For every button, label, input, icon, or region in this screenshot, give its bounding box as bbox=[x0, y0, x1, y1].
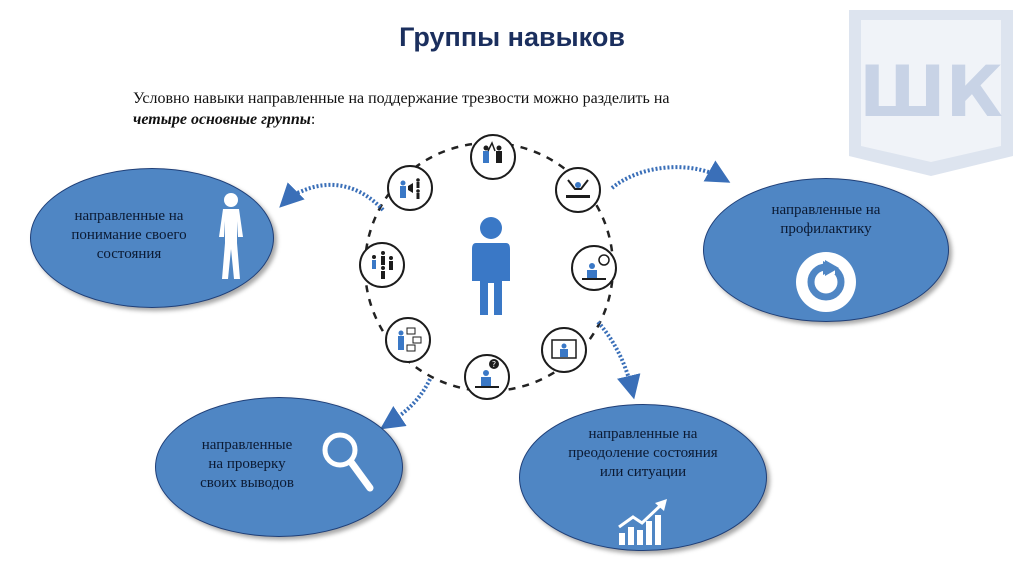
svg-text:?: ? bbox=[492, 360, 496, 369]
arrow-right-down bbox=[596, 320, 641, 400]
satellite-person-at-clock bbox=[571, 245, 617, 291]
logo-letters: ШК bbox=[859, 51, 1003, 133]
satellite-crowd bbox=[359, 242, 405, 288]
group-oval-understanding: направленные на понимание своего состоян… bbox=[30, 168, 274, 308]
thinking-person-icon: ? bbox=[475, 359, 499, 388]
group-label-understanding: направленные на понимание своего состоян… bbox=[71, 208, 187, 262]
group-label-prevention: направленные на профилактику bbox=[771, 202, 881, 237]
presenter-chart-icon bbox=[398, 327, 422, 352]
intro-text: Условно навыки направленные на поддержан… bbox=[133, 88, 833, 130]
person-icon bbox=[472, 217, 510, 315]
speaker-audience-icon bbox=[400, 178, 420, 199]
intro-emphasis: четыре основные группы bbox=[133, 111, 311, 128]
group-oval-checking: направленные на проверку своих выводов bbox=[155, 397, 403, 537]
satellite-thinking-person: ? bbox=[464, 354, 510, 400]
satellite-speaker-audience bbox=[387, 165, 433, 211]
team-high-five-icon bbox=[483, 141, 502, 163]
celebrating-person-icon bbox=[566, 179, 590, 198]
arrow-left-up bbox=[279, 182, 385, 212]
arrow-right-up bbox=[610, 160, 731, 190]
shk-logo-icon: ШК bbox=[849, 10, 1013, 176]
growth-chart-icon bbox=[618, 499, 667, 545]
arrow-left-down bbox=[380, 378, 432, 430]
intro-tail: : bbox=[310, 111, 316, 128]
satellite-presenter-chart bbox=[385, 317, 431, 363]
woman-figure-icon bbox=[219, 193, 243, 279]
magnifier-icon bbox=[322, 432, 374, 492]
group-oval-overcoming: направленные на преодоление состояния ил… bbox=[519, 404, 767, 551]
crowd-icon bbox=[372, 251, 393, 279]
group-oval-prevention: направленные на профилактику bbox=[703, 178, 949, 322]
satellite-teacher-at-board bbox=[541, 327, 587, 373]
page-title: Группы навыков bbox=[399, 22, 625, 52]
person-at-clock-icon bbox=[582, 254, 610, 280]
group-label-overcoming: направленные на преодоление состояния ил… bbox=[568, 426, 718, 480]
satellite-celebrating-person bbox=[555, 167, 601, 213]
satellite-team-high-five bbox=[470, 134, 516, 180]
group-label-checking: направленные на проверку своих выводов bbox=[200, 437, 294, 491]
intro-line-1: Условно навыки направленные на поддержан… bbox=[133, 90, 670, 107]
teacher-at-board-icon bbox=[551, 339, 577, 359]
refresh-icon bbox=[796, 252, 856, 312]
